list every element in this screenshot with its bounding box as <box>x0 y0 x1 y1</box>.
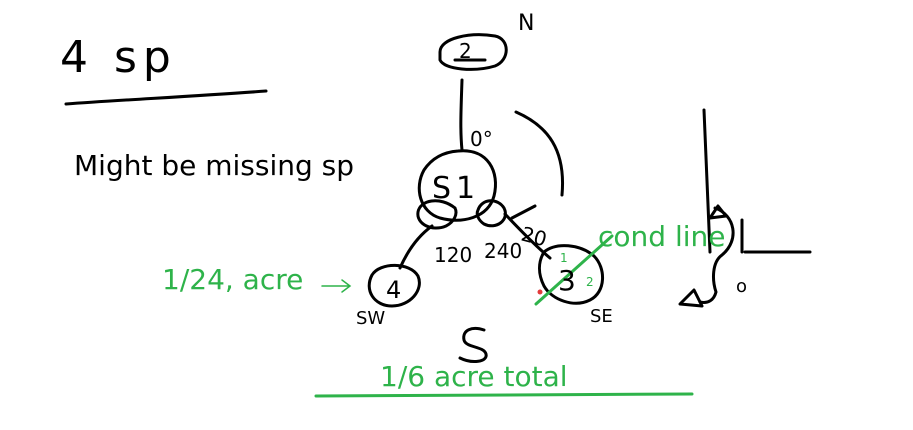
boundary-vertical <box>702 108 712 254</box>
se-loop <box>475 199 507 228</box>
north-arc <box>514 110 565 197</box>
plot-1-prefix: S <box>432 171 451 206</box>
distance-label: 20 <box>519 222 550 252</box>
sub-mark-1: 1 <box>560 251 568 265</box>
boundary-arrow-head-bottom <box>678 288 704 308</box>
sub-mark-2: 2 <box>586 275 594 289</box>
plot-2-bubble <box>438 33 508 71</box>
sw-area-label: 1/24, acre <box>162 263 303 296</box>
sw-line <box>398 224 434 270</box>
southeast-label: SE <box>590 306 613 327</box>
north-angle: 0° <box>470 127 493 151</box>
north-label: N <box>518 11 534 36</box>
se-line <box>503 212 552 260</box>
total-underline <box>314 392 694 398</box>
boundary-arrow-head-top <box>708 204 728 220</box>
cond-line-stroke <box>534 234 614 306</box>
se-angle: 240 <box>484 239 522 263</box>
total-label: 1/6 acre total <box>380 360 568 393</box>
cond-marker-red <box>537 289 543 295</box>
note-text: Might be missing sp <box>74 149 354 182</box>
cond-line-label: cond line <box>598 220 725 253</box>
southwest-label: SW <box>356 308 385 329</box>
title-text: 4 sp <box>60 32 177 83</box>
north-line <box>459 78 464 152</box>
sw-angle: 120 <box>434 243 472 267</box>
plot-4-bubble <box>367 263 421 308</box>
plot-3-bubble <box>538 244 604 305</box>
south-s-shape <box>458 326 488 363</box>
side-zero-label: o <box>736 276 747 297</box>
sw-area-arrow <box>321 279 352 293</box>
plot-3-number: 3 <box>558 264 576 297</box>
distance-tick <box>510 204 537 220</box>
plot-2-number: 2 <box>459 39 472 63</box>
boundary-arrow-loop <box>698 206 735 304</box>
title-underline <box>64 89 268 106</box>
plot-1-circle <box>417 149 497 222</box>
sw-loop <box>416 199 458 230</box>
plot-1-number: 1 <box>456 171 475 206</box>
plot-4-number: 4 <box>386 276 401 304</box>
